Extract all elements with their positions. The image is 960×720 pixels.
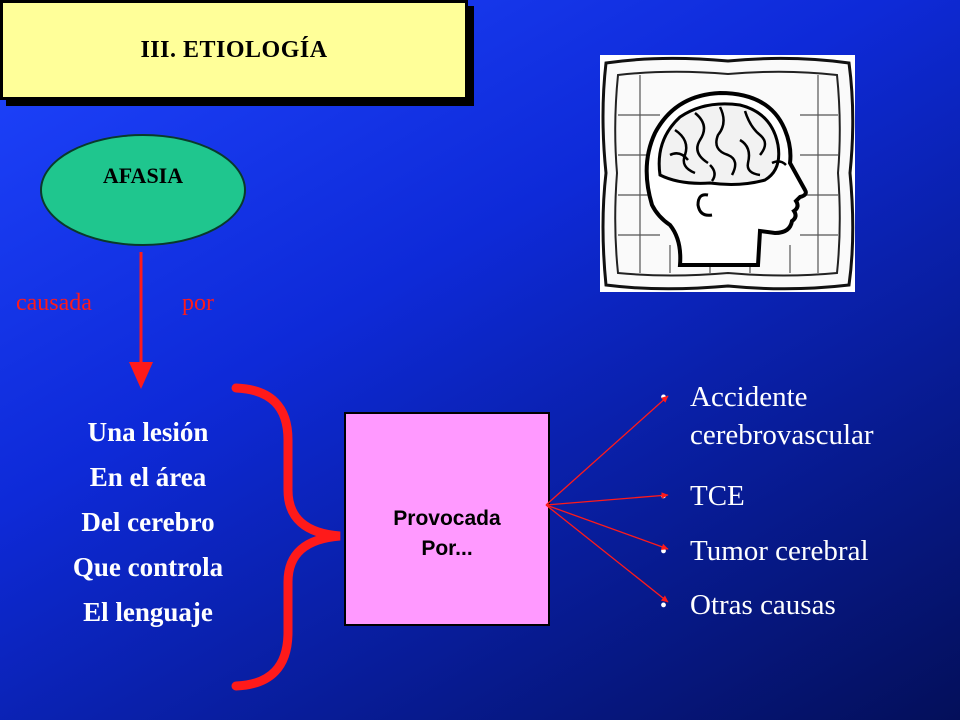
bullet: • [660,595,668,617]
right-curly-brace [231,383,341,691]
connector-line [545,504,669,603]
cause-text: Otras causas [690,589,836,621]
connector-label-causada: causada [16,290,92,316]
lesion-line: El lenguaje [83,597,213,627]
lesion-line: Del cerebro [81,507,215,537]
afasia-node: AFASIA [40,134,246,246]
lesion-description: Una lesión En el área Del cerebro Que co… [30,410,266,635]
provocada-box: Provocada Por... [344,412,550,626]
provocada-line: Provocada [393,507,501,530]
cause-text: Tumor cerebral [690,535,869,567]
lesion-line: Una lesión [87,417,209,447]
connector-line [545,492,669,506]
lesion-line: Que controla [72,552,224,582]
head-brain-illustration-icon [600,55,855,292]
connector-line [545,395,669,506]
slide-title: III. ETIOLOGÍA [0,0,468,100]
connector-label-por: por [182,290,214,316]
connector-line [545,504,669,550]
cause-text: TCE [690,480,745,512]
lesion-line: En el área [89,462,207,492]
provocada-line: Por... [421,537,473,560]
bullet: • [660,541,668,563]
cause-text: Accidente cerebrovascular [690,381,874,451]
